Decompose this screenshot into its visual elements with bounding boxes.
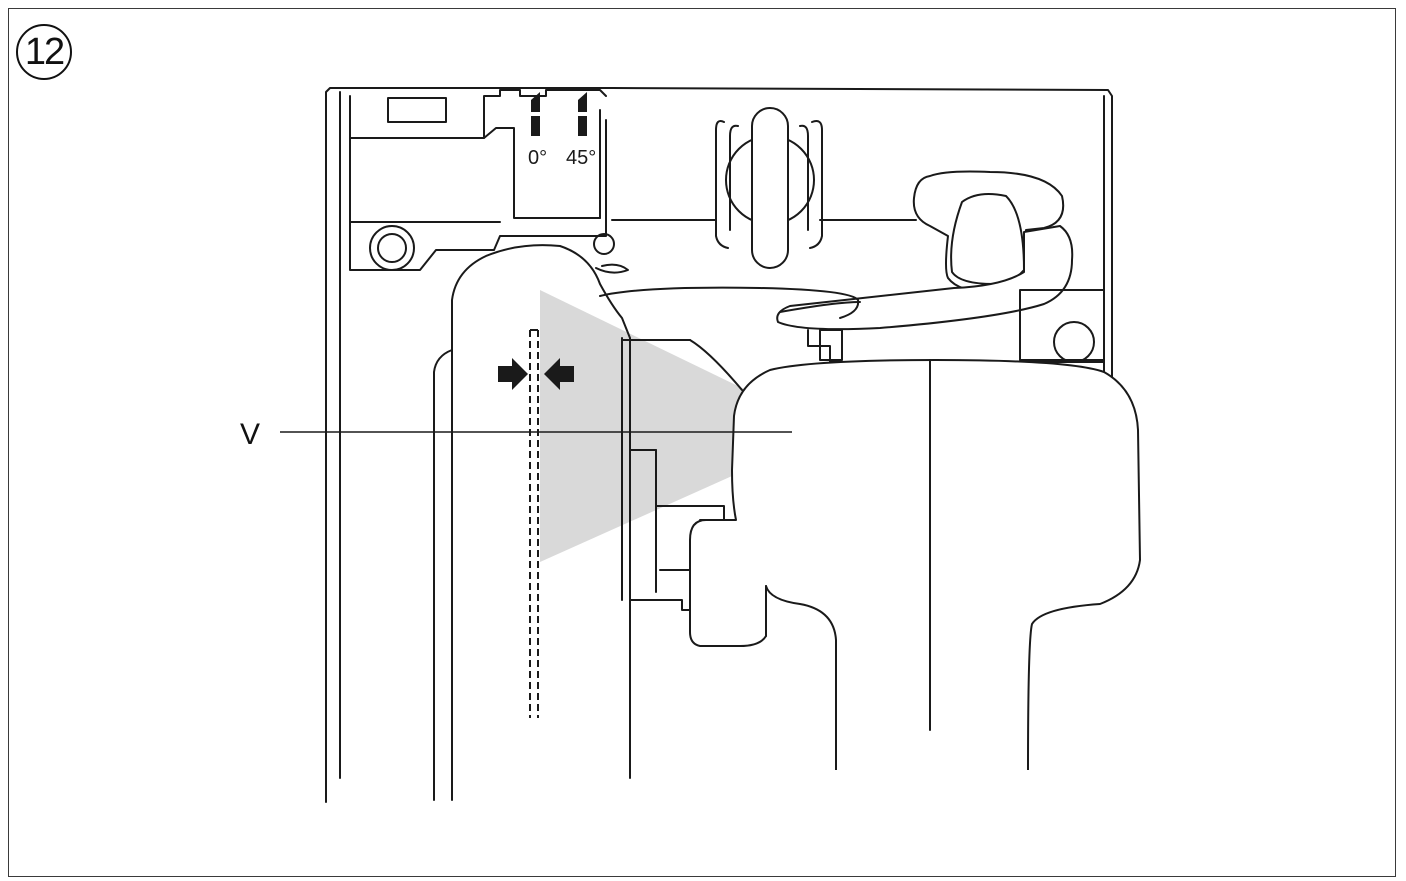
base-plate <box>325 87 1113 803</box>
blade-clamp-lever <box>776 170 1074 331</box>
small-hole <box>593 233 615 255</box>
right-pointing-arrow-icon <box>498 358 528 390</box>
cutting-guide-dashed <box>529 329 539 718</box>
callout-label-v: V <box>240 418 261 451</box>
front-guide <box>433 244 743 801</box>
left-pointing-arrow-icon <box>544 358 574 390</box>
bevel-scale-block <box>349 89 607 223</box>
alignment-arrows <box>498 358 574 390</box>
scale-mark-45: 45° <box>566 147 596 169</box>
figure-frame <box>8 8 1396 877</box>
saw-motor-housing <box>689 359 1141 771</box>
sight-window-shade <box>540 290 808 562</box>
step-number-badge: 12 <box>16 24 72 80</box>
roller-guide <box>715 107 823 269</box>
base-screw-inner <box>377 233 407 263</box>
scale-mark-0: 0° <box>528 147 547 169</box>
base-screw <box>369 225 415 271</box>
step-number-text: 12 <box>24 30 65 73</box>
